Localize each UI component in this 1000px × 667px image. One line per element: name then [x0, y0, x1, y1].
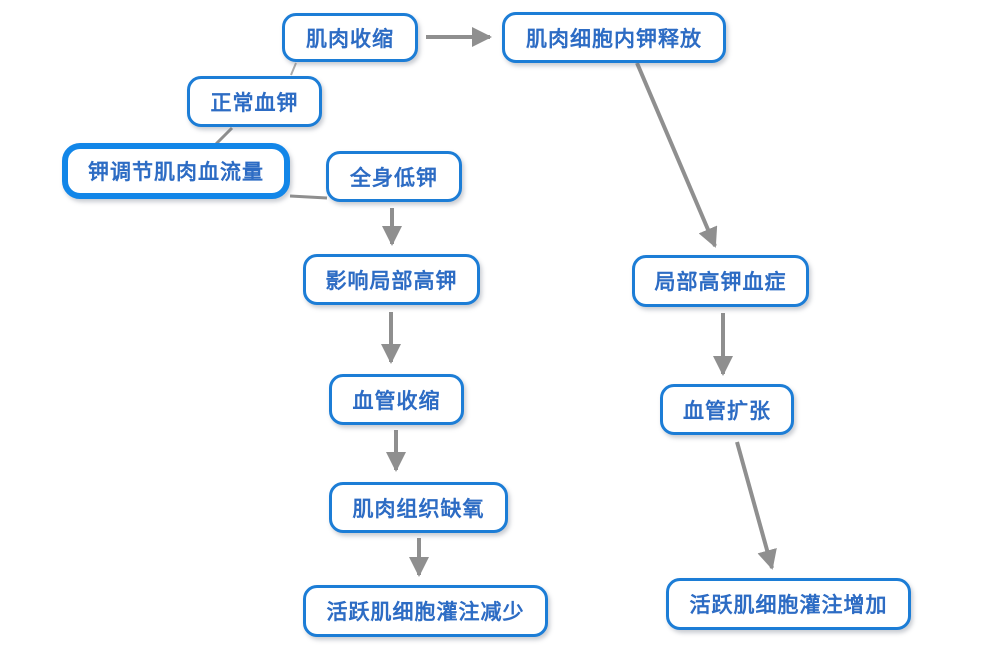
node-local-hyperkalemia: 局部高钾血症	[632, 255, 809, 307]
node-normal-blood-potassium: 正常血钾	[187, 76, 322, 127]
node-muscle-contraction: 肌肉收缩	[282, 13, 418, 62]
node-active-muscle-perfusion-decrease: 活跃肌细胞灌注减少	[303, 585, 548, 637]
node-muscle-tissue-hypoxia: 肌肉组织缺氧	[329, 482, 508, 533]
edge-muscle-contraction-to-normal-blood-potassium	[290, 62, 297, 76]
node-vasoconstriction: 血管收缩	[329, 374, 464, 425]
node-potassium-regulates-flow: 钾调节肌肉血流量	[62, 143, 290, 199]
node-vasodilation: 血管扩张	[660, 384, 794, 435]
node-local-high-potassium-effect: 影响局部高钾	[303, 254, 480, 305]
edge-vasodilation-to-perfusion-increase	[735, 441, 777, 570]
node-systemic-low-potassium: 全身低钾	[326, 151, 462, 202]
edge-potassium-release-to-local-hyperkalemia	[635, 62, 718, 248]
node-active-muscle-perfusion-increase: 活跃肌细胞灌注增加	[666, 578, 911, 630]
edge-potassium-regulates-to-systemic-low-potassium	[289, 194, 328, 200]
node-potassium-release: 肌肉细胞内钾释放	[502, 12, 726, 63]
